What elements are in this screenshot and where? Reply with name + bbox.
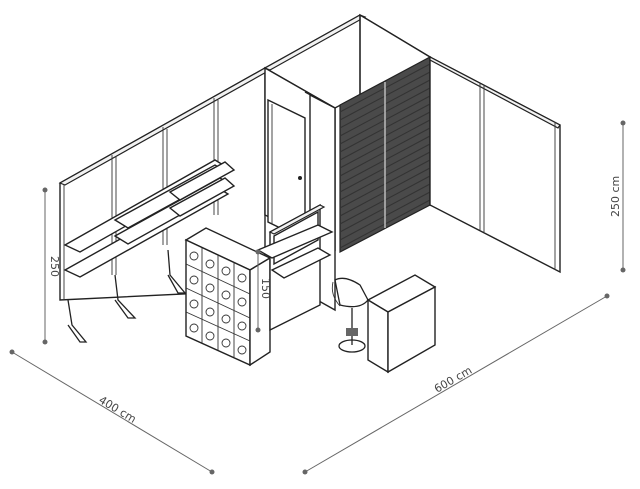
wall-shelves xyxy=(63,159,236,343)
right-wall xyxy=(429,55,561,274)
height-label: 250 cm xyxy=(609,176,622,217)
cube-connectors xyxy=(189,251,247,355)
dimension-depth: 600 cm xyxy=(302,293,610,475)
dimension-left-wall-height: 250 xyxy=(42,187,61,345)
slatwall-panel xyxy=(339,56,431,253)
cube-shelf-unit xyxy=(184,227,272,367)
cube-grid xyxy=(185,248,251,357)
dimension-height: 250 cm xyxy=(609,120,626,273)
display-panel xyxy=(256,203,334,332)
dimension-shelf-unit-height: 150 xyxy=(255,249,272,333)
left-wall-height-label: 250 xyxy=(48,256,61,277)
depth-label: 600 cm xyxy=(432,364,474,396)
width-label: 400 cm xyxy=(96,393,138,425)
counter xyxy=(366,274,437,374)
chair xyxy=(331,277,369,353)
shelf-unit-height-label: 150 xyxy=(259,278,272,299)
dimension-width: 400 cm xyxy=(9,349,215,475)
